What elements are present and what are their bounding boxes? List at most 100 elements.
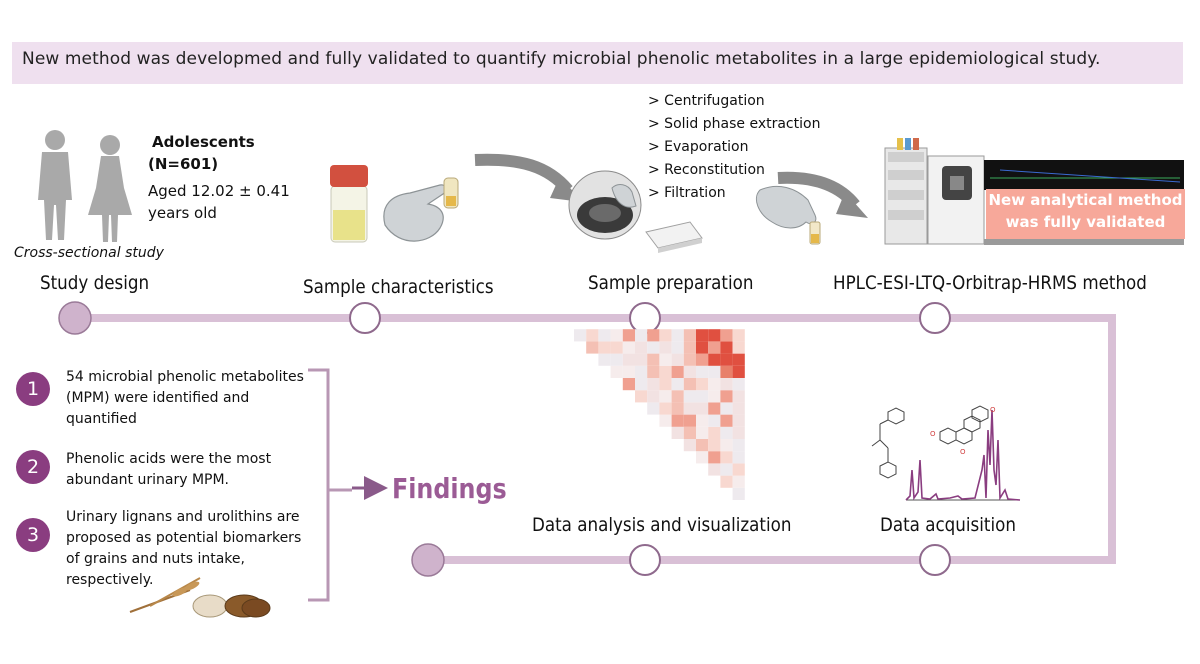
process-arrow-1: [474, 153, 573, 194]
heatmap-cell: [720, 329, 733, 342]
heatmap-cell: [720, 426, 733, 439]
heatmap-cell: [720, 390, 733, 403]
heatmap-cell: [647, 390, 660, 403]
heatmap-cell: [708, 463, 721, 476]
node-findings: [411, 543, 445, 577]
heatmap-cell: [671, 329, 684, 342]
prep-step: > Evaporation: [648, 139, 749, 155]
svg-text:O: O: [960, 448, 966, 456]
stage-label-sample-preparation: Sample preparation: [588, 272, 754, 294]
heatmap-cell: [696, 402, 709, 415]
age-line-2: years old: [148, 204, 217, 222]
heatmap-cell: [647, 329, 660, 342]
age-line-1: Aged 12.02 ± 0.41: [148, 182, 290, 200]
prep-step: > Solid phase extraction: [648, 116, 821, 132]
hplc-instrument-illustration: [884, 138, 1184, 245]
heatmap-cell: [671, 414, 684, 427]
heatmap-cell: [732, 475, 745, 488]
findings-brace: [308, 368, 352, 602]
heatmap-cell: [708, 329, 721, 342]
sample-size: (N=601): [148, 155, 219, 173]
heatmap-cell: [622, 378, 635, 391]
finding-3-line: proposed as potential biomarkers: [66, 530, 302, 546]
heatmap-cell: [635, 378, 648, 391]
summary-banner: [12, 42, 1183, 84]
finding-2-line: abundant urinary MPM.: [66, 472, 230, 488]
finding-1-line: quantified: [66, 411, 137, 427]
heatmap-cell: [708, 390, 721, 403]
heatmap-cell: [732, 402, 745, 415]
heatmap-cell: [683, 378, 696, 391]
heatmap-cell: [671, 390, 684, 403]
findings-label: Findings: [392, 472, 507, 505]
adolescent-figures-illustration: [38, 130, 132, 242]
correlation-heatmap-illustration: [574, 329, 745, 500]
prep-step: > Reconstitution: [648, 162, 765, 178]
heatmap-cell: [659, 390, 672, 403]
heatmap-cell: [683, 414, 696, 427]
heatmap-cell: [708, 365, 721, 378]
heatmap-cell: [696, 414, 709, 427]
heatmap-cell: [732, 439, 745, 452]
heatmap-cell: [708, 451, 721, 464]
heatmap-cell: [708, 439, 721, 452]
heatmap-cell: [622, 353, 635, 366]
heatmap-cell: [732, 451, 745, 464]
heatmap-cell: [708, 402, 721, 415]
heatmap-cell: [720, 451, 733, 464]
heatmap-cell: [635, 341, 648, 354]
heatmap-cell: [720, 353, 733, 366]
heatmap-cell: [635, 329, 648, 342]
heatmap-cell: [647, 402, 660, 415]
heatmap-cell: [610, 341, 623, 354]
heatmap-cell: [720, 439, 733, 452]
heatmap-cell: [635, 390, 648, 403]
heatmap-cell: [683, 341, 696, 354]
heatmap-cell: [683, 390, 696, 403]
heatmap-cell: [671, 341, 684, 354]
heatmap-cell: [622, 341, 635, 354]
heatmap-cell: [683, 365, 696, 378]
heatmap-cell: [598, 353, 611, 366]
node-sample-characteristics: [349, 302, 381, 334]
stage-label-data-acquisition: Data acquisition: [880, 514, 1016, 536]
finding-badge-1: 1: [16, 372, 50, 406]
heatmap-cell: [720, 402, 733, 415]
gloved-hand-vial-2-illustration: [756, 185, 821, 245]
heatmap-cell: [635, 365, 648, 378]
validation-callout-line-2: was fully validated: [1005, 213, 1166, 231]
svg-text:O: O: [930, 430, 936, 438]
heatmap-cell: [598, 341, 611, 354]
heatmap-cell: [586, 341, 599, 354]
heatmap-cell: [659, 341, 672, 354]
heatmap-cell: [708, 378, 721, 391]
heatmap-cell: [720, 414, 733, 427]
heatmap-cell: [635, 353, 648, 366]
heatmap-cell: [659, 402, 672, 415]
heatmap-cell: [708, 341, 721, 354]
node-sample-preparation: [629, 302, 661, 334]
heatmap-cell: [732, 390, 745, 403]
heatmap-cell: [647, 341, 660, 354]
node-data-analysis: [629, 544, 661, 576]
heatmap-cell: [671, 378, 684, 391]
heatmap-cell: [696, 426, 709, 439]
heatmap-cell: [720, 365, 733, 378]
heatmap-cell: [732, 365, 745, 378]
heatmap-cell: [598, 329, 611, 342]
heatmap-cell: [647, 365, 660, 378]
population-label: Adolescents: [152, 133, 255, 151]
heatmap-cell: [696, 378, 709, 391]
heatmap-cell: [708, 414, 721, 427]
heatmap-cell: [659, 353, 672, 366]
finding-1-line: (MPM) were identified and: [66, 390, 250, 406]
heatmap-cell: [622, 329, 635, 342]
finding-badge-2: 2: [16, 450, 50, 484]
stage-label-study-design: Study design: [40, 272, 150, 294]
heatmap-cell: [720, 475, 733, 488]
heatmap-cell: [622, 365, 635, 378]
sample-tube-illustration: [330, 165, 368, 243]
heatmap-cell: [708, 353, 721, 366]
heatmap-cell: [671, 353, 684, 366]
heatmap-cell: [683, 329, 696, 342]
